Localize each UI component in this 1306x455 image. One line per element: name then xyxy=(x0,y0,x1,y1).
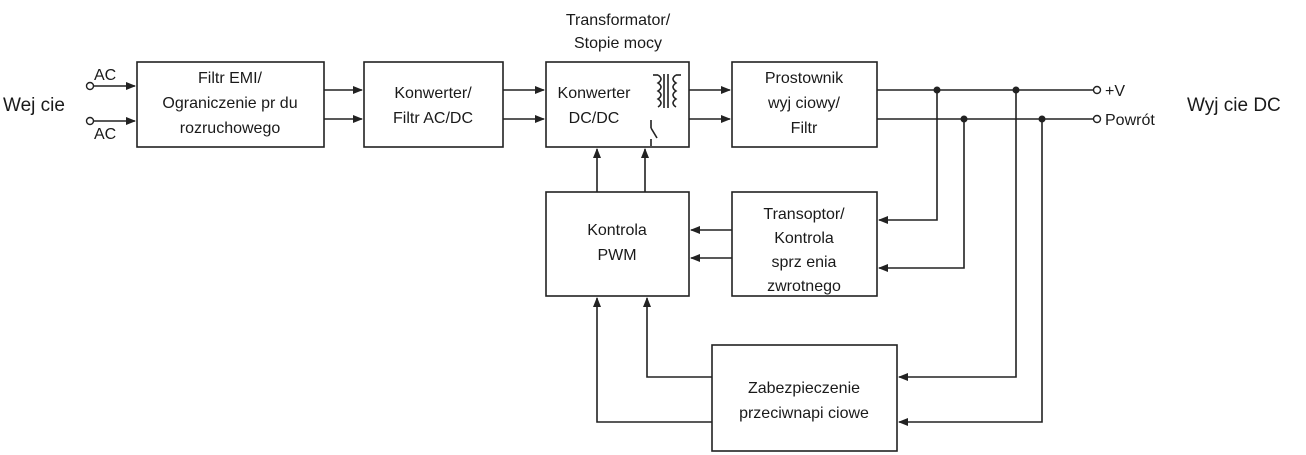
rectifier-text: wyj ciowy/ xyxy=(767,95,841,112)
rectifier-text: Filtr xyxy=(791,120,818,137)
optocoupler-text: Kontrola xyxy=(774,230,834,247)
emi-filter-block xyxy=(136,61,325,148)
transformer-caption-line: Stopie mocy xyxy=(574,35,662,52)
feedback-wire-return xyxy=(878,119,965,272)
rectifier-text: Prostownik xyxy=(765,70,844,87)
pwm-text: Kontrola xyxy=(587,222,647,239)
optocoupler-text: Transoptor/ xyxy=(763,206,845,223)
dc-dc-converter-block xyxy=(545,61,690,148)
optocoupler-feedback-block xyxy=(731,191,878,297)
ac-dc-converter-block xyxy=(363,61,504,148)
ac-dc-text: Konwerter/ xyxy=(394,85,472,102)
switch-icon xyxy=(650,120,658,146)
ovp-wire-plus xyxy=(898,90,1017,381)
dc-dc-text: DC/DC xyxy=(569,110,620,127)
return-terminal xyxy=(1092,114,1102,124)
ovp-text: przeciwnapi ciowe xyxy=(739,405,869,422)
ovp-text: Zabezpieczenie xyxy=(748,380,860,397)
plus-v-label: +V xyxy=(1105,83,1125,100)
output-rectifier-block xyxy=(731,61,878,148)
ovp-wire-return xyxy=(898,119,1043,426)
ac-dc-text: Filtr AC/DC xyxy=(393,110,473,127)
plus-v-terminal xyxy=(1092,85,1102,95)
optocoupler-text: sprz enia xyxy=(772,254,837,271)
ovp-to-pwm-arrow-inner xyxy=(643,297,712,378)
ac-label-bottom: AC xyxy=(94,126,116,143)
input-label: Wej cie xyxy=(3,95,65,116)
ac-label-top: AC xyxy=(94,67,116,84)
emi-filter-text: Filtr EMI/ xyxy=(198,70,263,87)
pwm-text: PWM xyxy=(597,247,636,264)
ovp-to-pwm-arrow-outer xyxy=(593,297,712,423)
pwm-control-block xyxy=(545,191,690,297)
output-label: Wyj cie DC xyxy=(1187,95,1281,116)
feedback-wire-plus xyxy=(878,90,938,224)
overvoltage-protection-block xyxy=(711,344,898,452)
ac-input-terminal-top xyxy=(85,81,95,91)
ac-input-terminal-bottom xyxy=(85,116,95,126)
dc-dc-text: Konwerter xyxy=(558,85,632,102)
transformer-icon xyxy=(653,74,681,108)
optocoupler-text: zwrotnego xyxy=(767,278,841,295)
transformer-caption-line: Transformator/ xyxy=(566,12,671,29)
emi-filter-text: Ograniczenie pr du xyxy=(162,95,297,112)
return-label: Powrót xyxy=(1105,112,1155,129)
emi-filter-text: rozruchowego xyxy=(180,120,281,137)
